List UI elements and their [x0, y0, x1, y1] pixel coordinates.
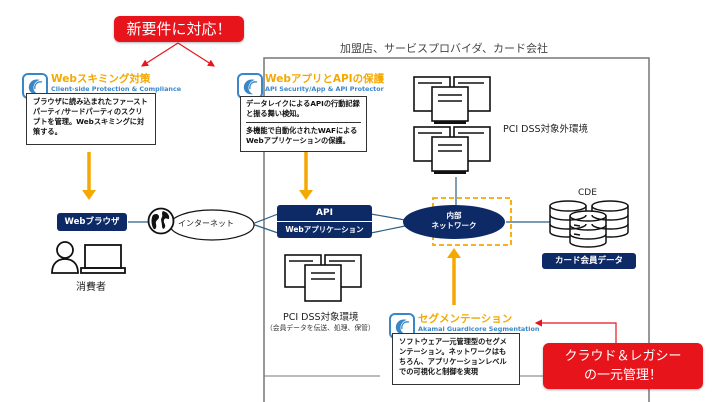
new-requirements-callout: 新要件に対応！: [114, 16, 244, 42]
server-cluster-out-of-scope-icon: [413, 76, 491, 174]
segmentation-title: セグメンテーション: [418, 313, 513, 325]
out-of-scope-label: PCI DSS対象外環境: [503, 124, 589, 135]
api-node: API: [277, 205, 372, 221]
api-security-description: データレイクによるAPIの行動記録と振る舞い検知。 多機能で自動化されたWAFに…: [240, 96, 367, 152]
red-arrow-segmentation: [534, 319, 617, 348]
server-cluster-in-scope-icon: [284, 254, 362, 302]
consumer-label: 消費者: [76, 282, 106, 293]
web-skimming-description: ブラウザに読み込まれたファーストパーティ/サードパーティのスクリプトを管理。We…: [26, 93, 156, 145]
new-requirements-text: 新要件に対応！: [126, 20, 232, 38]
globe-icon: [147, 207, 175, 235]
person-icon: [51, 241, 79, 274]
laptop-icon: [80, 244, 126, 274]
web-browser-node: Webブラウザ: [57, 213, 127, 231]
akamai-logo-icon: [389, 313, 415, 339]
web-skimming-subtitle: Client-side Protection & Compliance: [51, 85, 182, 93]
segmentation-subtitle: Akamai Guardicore Segmentation: [418, 325, 540, 333]
card-data-node: カード会員データ: [542, 253, 636, 269]
internal-network-node: 内部 ネットワーク: [403, 205, 505, 239]
web-application-node: Webアプリケーション: [277, 222, 372, 238]
red-arrow-right: [177, 42, 216, 67]
cde-label: CDE: [578, 188, 597, 198]
unified-management-callout: クラウド＆レガシー の一元管理！: [543, 343, 703, 389]
zone-title: 加盟店、サービスプロバイダ、カード会社: [340, 42, 549, 55]
in-scope-note: （会員データを伝送、処理、保管）: [266, 324, 375, 332]
api-security-title: WebアプリとAPIの保護: [265, 73, 385, 85]
unified-management-line1: クラウド＆レガシー: [564, 349, 682, 364]
segmentation-description: ソフトウェア一元管理型のセグメンテーション。ネットワークはもちろん、アプリケーシ…: [392, 333, 520, 385]
web-skimming-title: Webスキミング対策: [51, 73, 151, 85]
internal-network-line1: 内部: [446, 211, 462, 220]
api-security-subtitle: API Security/App & API Protector: [265, 85, 384, 93]
database-cluster-icon: [549, 200, 629, 248]
api-security-description-2: 多機能で自動化されたWAFによるWebアプリケーションの保護。: [246, 126, 358, 145]
internal-network-line2: ネットワーク: [431, 221, 477, 230]
unified-management-line2: の一元管理！: [583, 368, 662, 383]
merchant-zone-border: [263, 57, 650, 402]
api-security-description-1: データレイクによるAPIの行動記録と振る舞い検知。: [246, 99, 361, 123]
internet-label: インターネット: [178, 219, 234, 228]
in-scope-label: PCI DSS対象環境: [283, 312, 359, 323]
red-arrow-left: [140, 42, 179, 67]
